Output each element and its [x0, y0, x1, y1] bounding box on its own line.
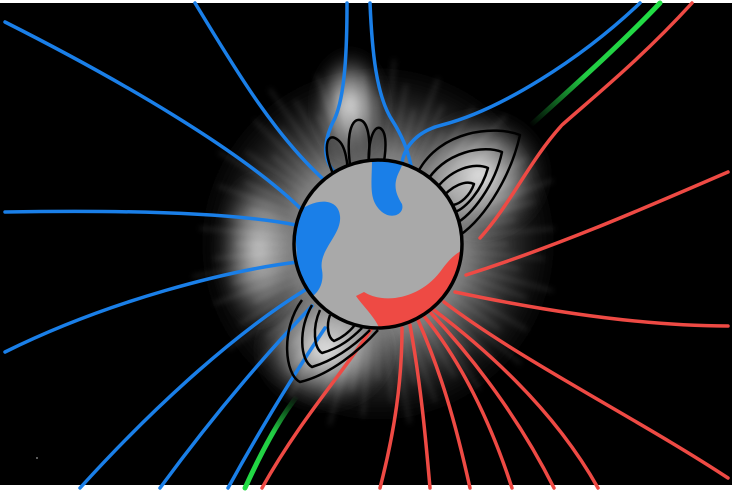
background-speck: [36, 457, 38, 459]
